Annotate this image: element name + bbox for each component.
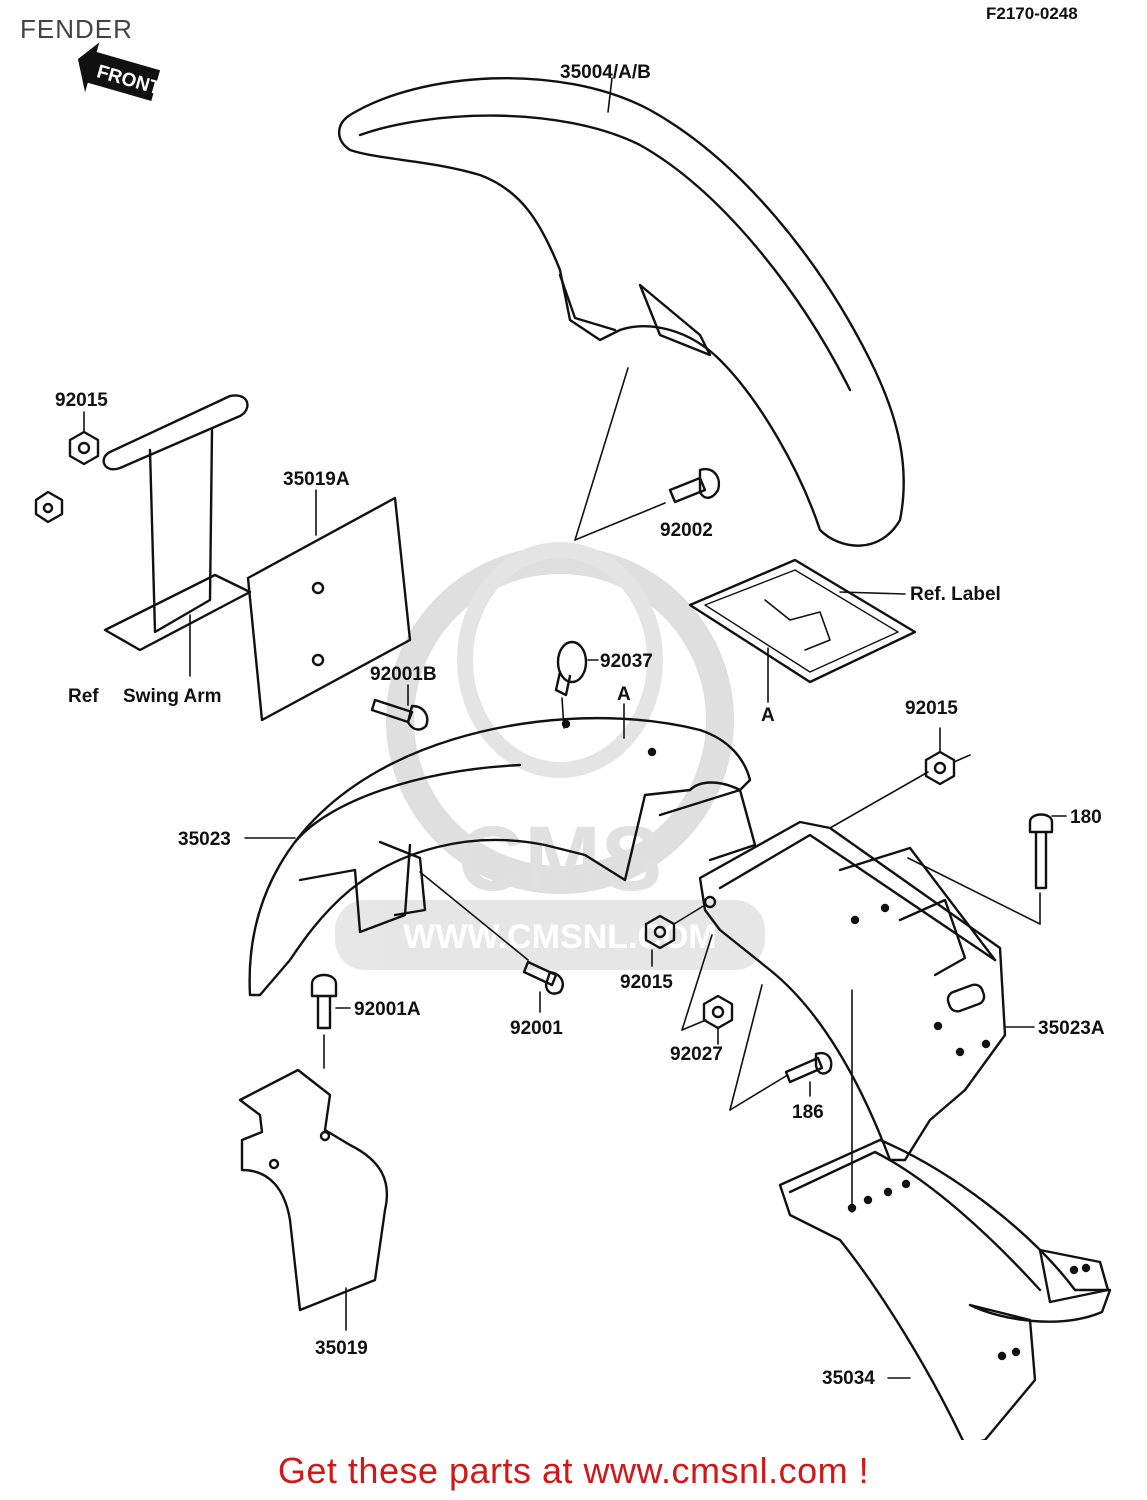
callout-ref: Ref [68,686,99,707]
callout-35034: 35034 [822,1368,875,1389]
leader-line [839,591,906,595]
bolt-92001a-part [310,973,338,1030]
front-arrow-icon: FRONT [77,42,163,101]
leader-line [729,984,763,1111]
bolt-92002-part [668,467,721,504]
leader-line [574,367,629,541]
front-fender-part [337,76,905,547]
leader-line [681,934,713,1031]
leader-line [907,857,1041,925]
nut-92015-mid-part [644,914,676,950]
rear-fender-part [248,716,757,997]
cover-35019-part [238,1068,389,1312]
watermark-face-icon [457,542,663,778]
leader-line [681,1019,707,1031]
callout-swing-arm: Swing Arm [123,686,222,707]
callout-35023a: 35023A [1038,1018,1105,1039]
callout-a-label: A [761,705,775,726]
nut-92027-part [702,994,734,1030]
bolt-186-part [784,1051,833,1084]
leader-line [673,904,706,925]
ref-label-part [688,558,917,684]
leader-line [607,77,613,113]
bolt-180-part [1028,813,1054,890]
nut-92015-right-part [924,750,956,786]
callout-186: 186 [792,1102,824,1123]
callout-92015-mid: 92015 [620,972,673,993]
watermark-url: WWW.CMSNL.COM [403,918,717,956]
leader-line [729,1075,787,1111]
drawing-code: F2170-0248 [986,4,1078,23]
callout-92002: 92002 [660,520,713,541]
leader-line [953,754,971,763]
flap-35034-part [778,1138,1112,1440]
callout-35023: 35023 [178,829,231,850]
leader-line [829,771,929,829]
watermark: CMS WWW.CMSNL.COM [335,542,765,970]
callout-92015-right: 92015 [905,698,958,719]
callout-labels: 35004/A/B 92002 Ref. Label A 92015 35019… [55,62,1105,1389]
callout-a-fender: A [617,684,631,705]
callout-ref-label: Ref. Label [910,584,1001,605]
callout-92015-top: 92015 [55,390,108,411]
callout-180: 180 [1070,807,1102,828]
watermark-brand: CMS [458,808,662,910]
swing-arm-bracket-part [102,394,252,652]
callout-92027: 92027 [670,1044,723,1065]
rear-fender-inner-part [698,820,1007,1162]
callout-92001b: 92001B [370,664,437,685]
callout-92001: 92001 [510,1018,563,1039]
callout-35004: 35004/A/B [560,62,651,83]
leader-line [574,502,666,541]
exploded-parts-diagram: CMS WWW.CMSNL.COM FRONT [34,42,1112,1440]
plate-35019a-part [246,496,412,722]
bolt-92001b-part [370,698,429,731]
callout-92037: 92037 [600,651,653,672]
bolt-92001-part [522,960,564,995]
callout-35019a: 35019A [283,469,350,490]
cmsnl-parts-link[interactable]: Get these parts at www.cmsnl.com ! [277,1450,870,1491]
callout-92001a: 92001A [354,999,421,1020]
page-title: FENDER [20,14,133,44]
leader-line [419,871,529,961]
callout-35019: 35019 [315,1338,368,1359]
clamp-92037-part [554,640,588,697]
nut-92015-left-part [34,430,100,524]
